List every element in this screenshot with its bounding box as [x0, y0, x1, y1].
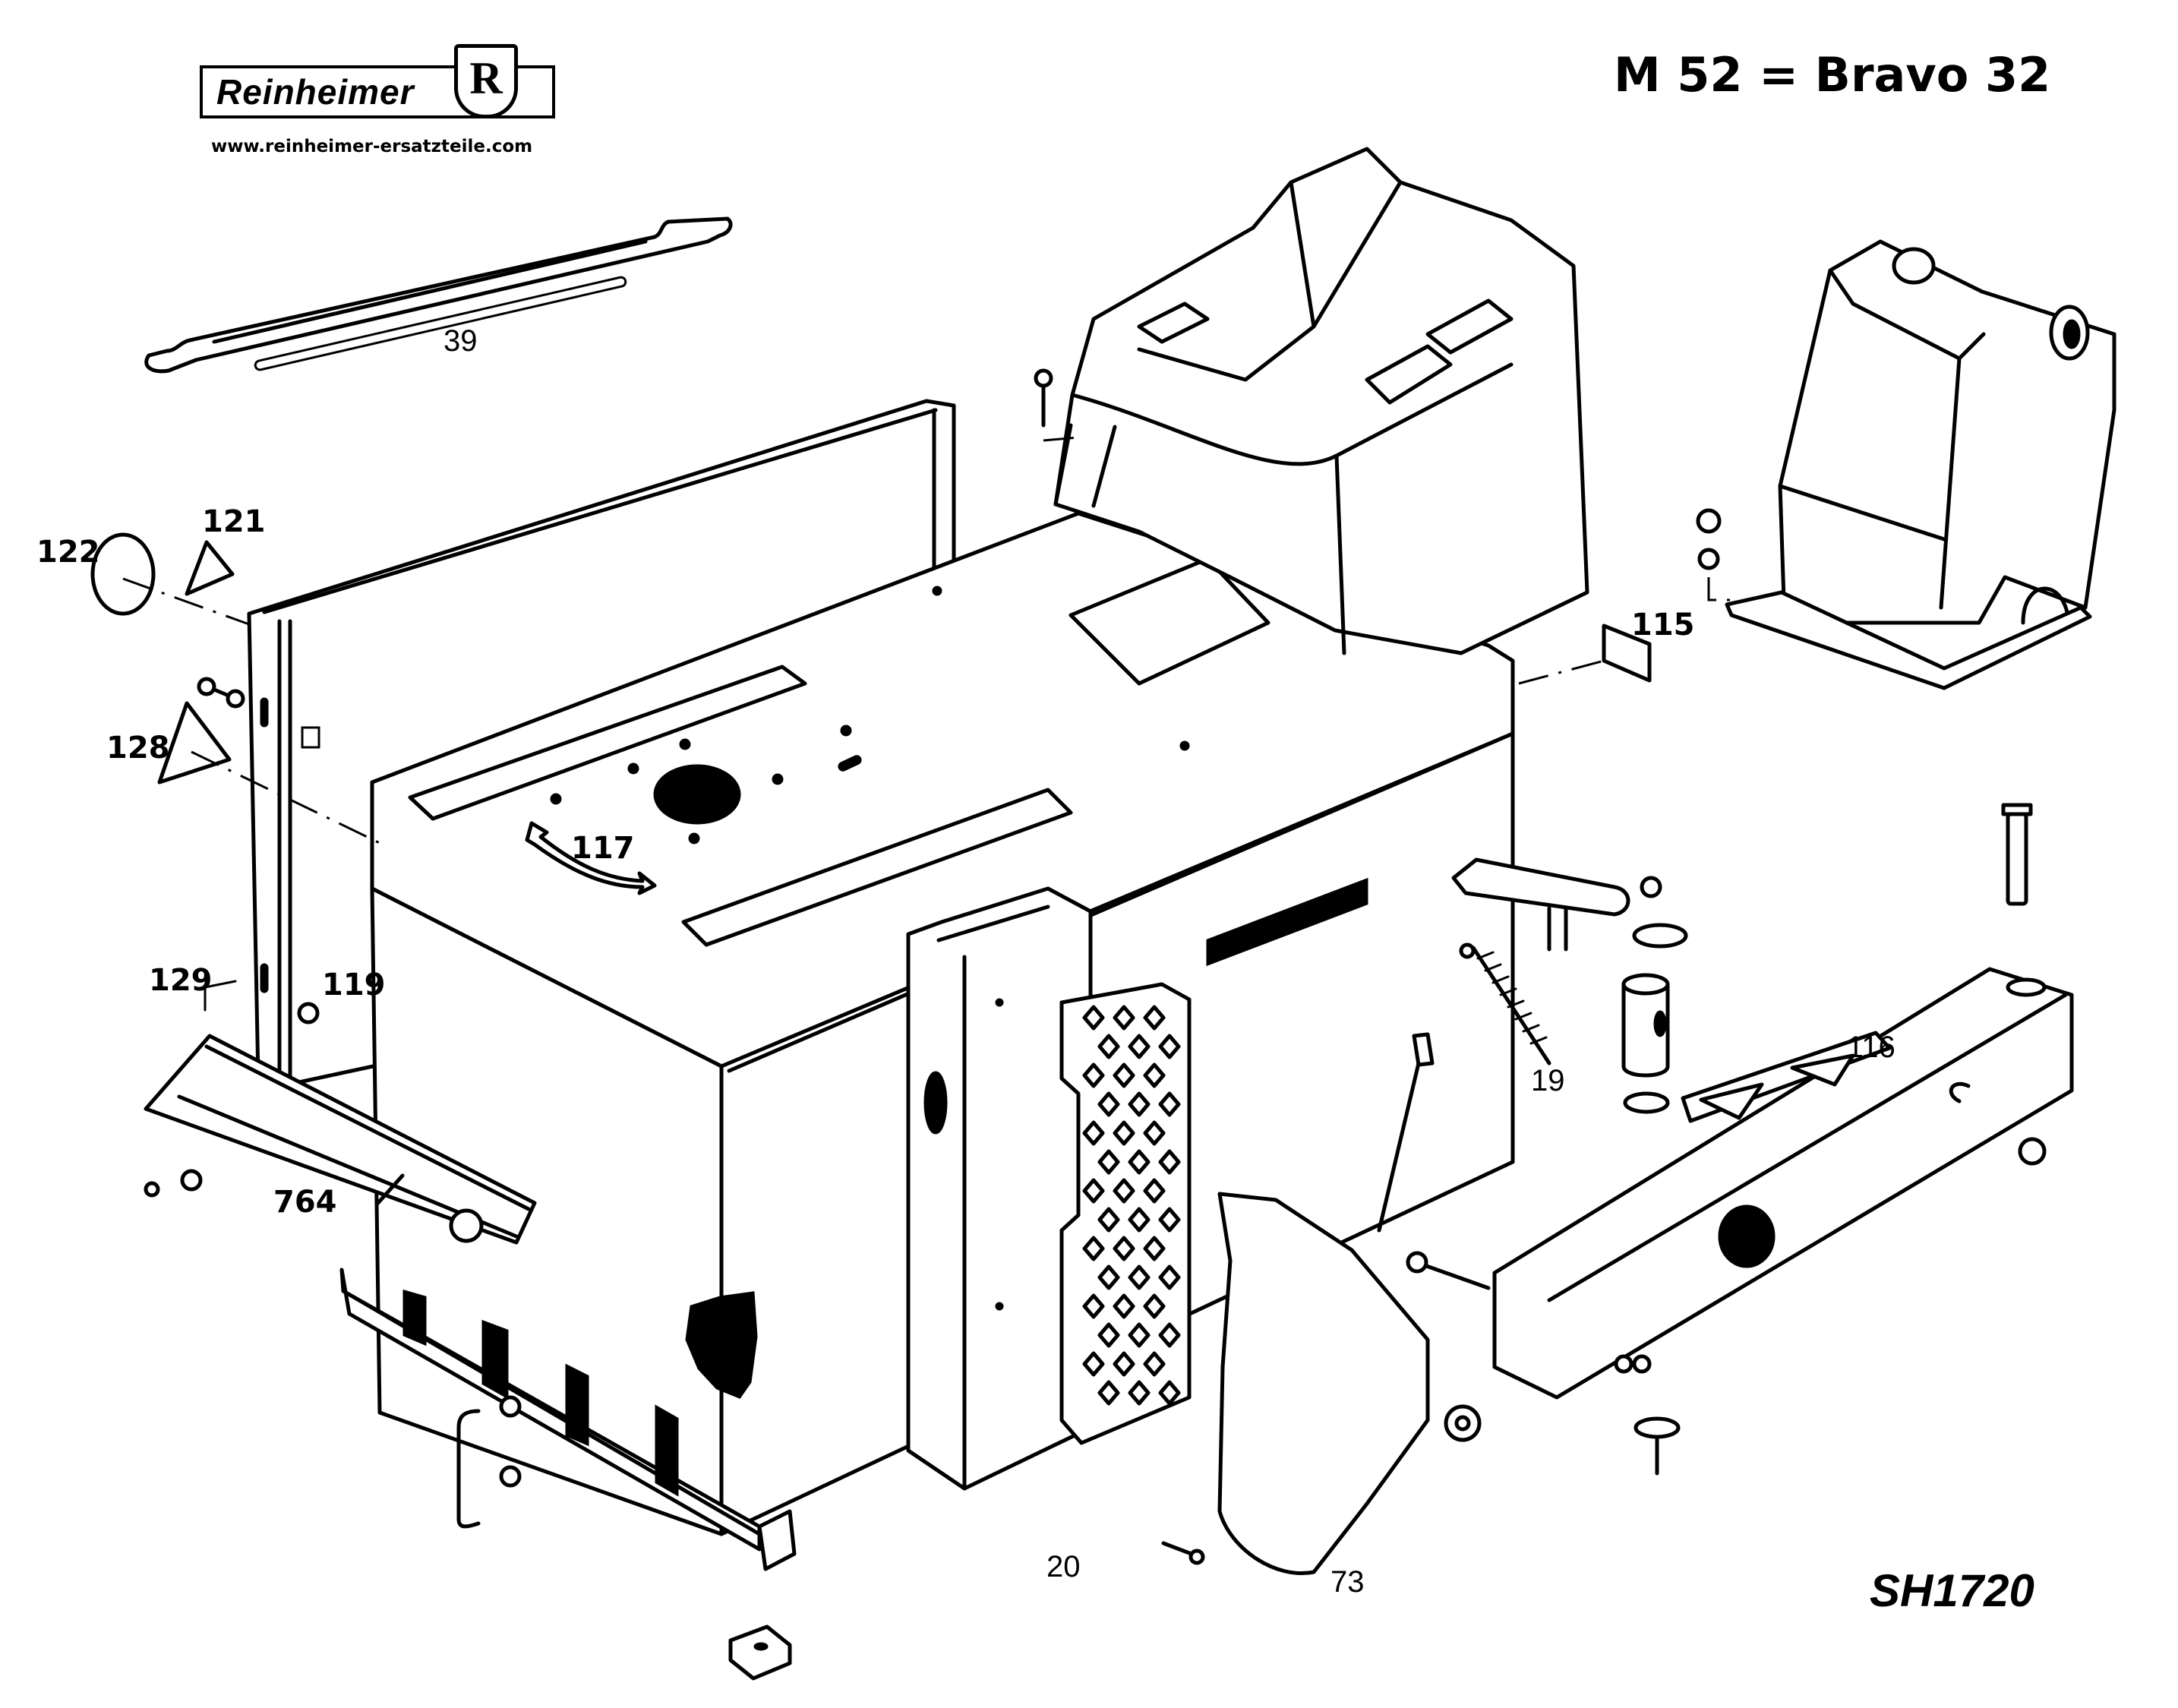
brand-name: Reinheimer	[216, 72, 415, 112]
part-label: 129	[149, 963, 213, 998]
tread-diamond	[1143, 1120, 1166, 1146]
tread-diamond	[1113, 1062, 1135, 1088]
tread-diamond	[1143, 1293, 1166, 1319]
tread-diamond	[1113, 1120, 1135, 1146]
part-label: 20	[1046, 1550, 1081, 1583]
tread-diamond	[1097, 1322, 1120, 1348]
tread-diamond	[1158, 1264, 1181, 1290]
tread-diamond	[1128, 1091, 1151, 1117]
tread-diamond	[1158, 1207, 1181, 1233]
tread-diamond	[1158, 1091, 1181, 1117]
arm-pivot-pin[interactable]	[1406, 1251, 1491, 1290]
part-label: 119	[322, 968, 386, 1002]
square-nut[interactable]	[728, 1624, 792, 1681]
u-bolt[interactable]	[456, 1395, 522, 1529]
tread-diamond	[1097, 1207, 1120, 1233]
tread-diamond	[1082, 1351, 1105, 1377]
pivot-bushing[interactable]	[1621, 973, 1670, 1114]
part-label: 73	[1330, 1565, 1365, 1599]
arm-nut-small[interactable]	[1632, 1354, 1652, 1374]
tread-diamond	[1113, 1178, 1135, 1204]
tread-diamond	[1143, 1351, 1166, 1377]
tread-diamond	[1128, 1207, 1151, 1233]
tread-diamond	[1143, 1005, 1166, 1031]
tread-diamond	[1097, 1091, 1120, 1117]
tread-diamond	[1097, 1264, 1120, 1290]
part-20-pedal-tread[interactable]: 20	[1046, 982, 1205, 1583]
tread-diamond	[1128, 1380, 1151, 1406]
tread-diamond	[1143, 1062, 1166, 1088]
tread-diamond	[1097, 1034, 1120, 1059]
brand-shield-icon: R	[454, 44, 518, 118]
tread-diamond	[1128, 1034, 1151, 1059]
part-label: 39	[443, 324, 478, 358]
tread-diamond	[1158, 1380, 1181, 1406]
part-label: 128	[106, 731, 170, 766]
part-128-triangle-label[interactable]: 128	[106, 701, 232, 785]
tread-diamond	[1113, 1351, 1135, 1377]
brand-mark: R	[469, 53, 503, 103]
part-117-rotation-arrow[interactable]: 117	[525, 821, 657, 895]
tread-diamond	[1128, 1264, 1151, 1290]
leader-line	[122, 577, 250, 626]
tread-diamond	[1097, 1380, 1120, 1406]
tread-diamond	[1158, 1034, 1181, 1059]
tilting-tower[interactable]	[1696, 239, 2116, 690]
tread-diamond	[1113, 1293, 1135, 1319]
part-label: 122	[36, 535, 100, 570]
part-label: 764	[273, 1185, 337, 1220]
tread-diamond-pattern	[1082, 1005, 1181, 1406]
part-119-round-label[interactable]: 119	[297, 968, 386, 1024]
part-121-triangle-label[interactable]: 121	[185, 504, 266, 596]
part-label: 116	[1847, 1031, 1895, 1064]
part-764-symbol-plate[interactable]: 764	[144, 1034, 537, 1245]
tread-diamond	[1082, 1062, 1105, 1088]
bolt-left[interactable]	[197, 677, 245, 709]
arm-nut[interactable]	[2018, 1137, 2047, 1166]
tread-diamond	[1128, 1149, 1151, 1175]
page-title: M 52 = Bravo 32	[1614, 47, 2051, 103]
tread-diamond	[1128, 1322, 1151, 1348]
part-label: 19	[1531, 1064, 1565, 1097]
tread-diamond	[1113, 1236, 1135, 1261]
bead-breaker-arm[interactable]: 116	[1492, 967, 2074, 1400]
part-122-round-label[interactable]: 122	[36, 532, 156, 616]
leader-line	[191, 750, 380, 845]
tread-diamond	[1143, 1178, 1166, 1204]
part-label: 121	[202, 504, 266, 539]
part-label: 117	[571, 831, 635, 866]
tread-diamond	[1082, 1236, 1105, 1261]
part-115-rect-label[interactable]: 115	[1518, 608, 1695, 685]
tread-diamond	[1082, 1293, 1105, 1319]
sheet-id: SH1720	[1870, 1565, 2034, 1616]
part-label: 115	[1631, 608, 1695, 642]
website-link[interactable]: www.reinheimer-ersatzteile.com	[211, 137, 533, 156]
arm-bolt[interactable]	[2001, 803, 2033, 906]
arm-foot-pad[interactable]	[1634, 1416, 1681, 1476]
pedal-bracket[interactable]	[1451, 857, 1688, 952]
part-129-side-panel-label: 129	[149, 963, 237, 1012]
part-73-cover-plate[interactable]: 73	[1217, 1032, 1482, 1599]
tread-diamond	[1143, 1236, 1166, 1261]
tread-diamond	[1113, 1005, 1135, 1031]
mounting-head-console[interactable]	[1034, 147, 1589, 655]
tread-diamond	[1158, 1149, 1181, 1175]
tread-diamond	[1082, 1005, 1105, 1031]
tread-diamond	[1082, 1120, 1105, 1146]
arm-washer[interactable]	[1614, 1354, 1634, 1374]
part-19-tension-spring[interactable]: 19	[1459, 942, 1565, 1097]
part-39-tire-lever[interactable]: 39	[144, 216, 733, 374]
tread-diamond	[1158, 1322, 1181, 1348]
tread-diamond	[1082, 1178, 1105, 1204]
tread-diamond	[1097, 1149, 1120, 1175]
